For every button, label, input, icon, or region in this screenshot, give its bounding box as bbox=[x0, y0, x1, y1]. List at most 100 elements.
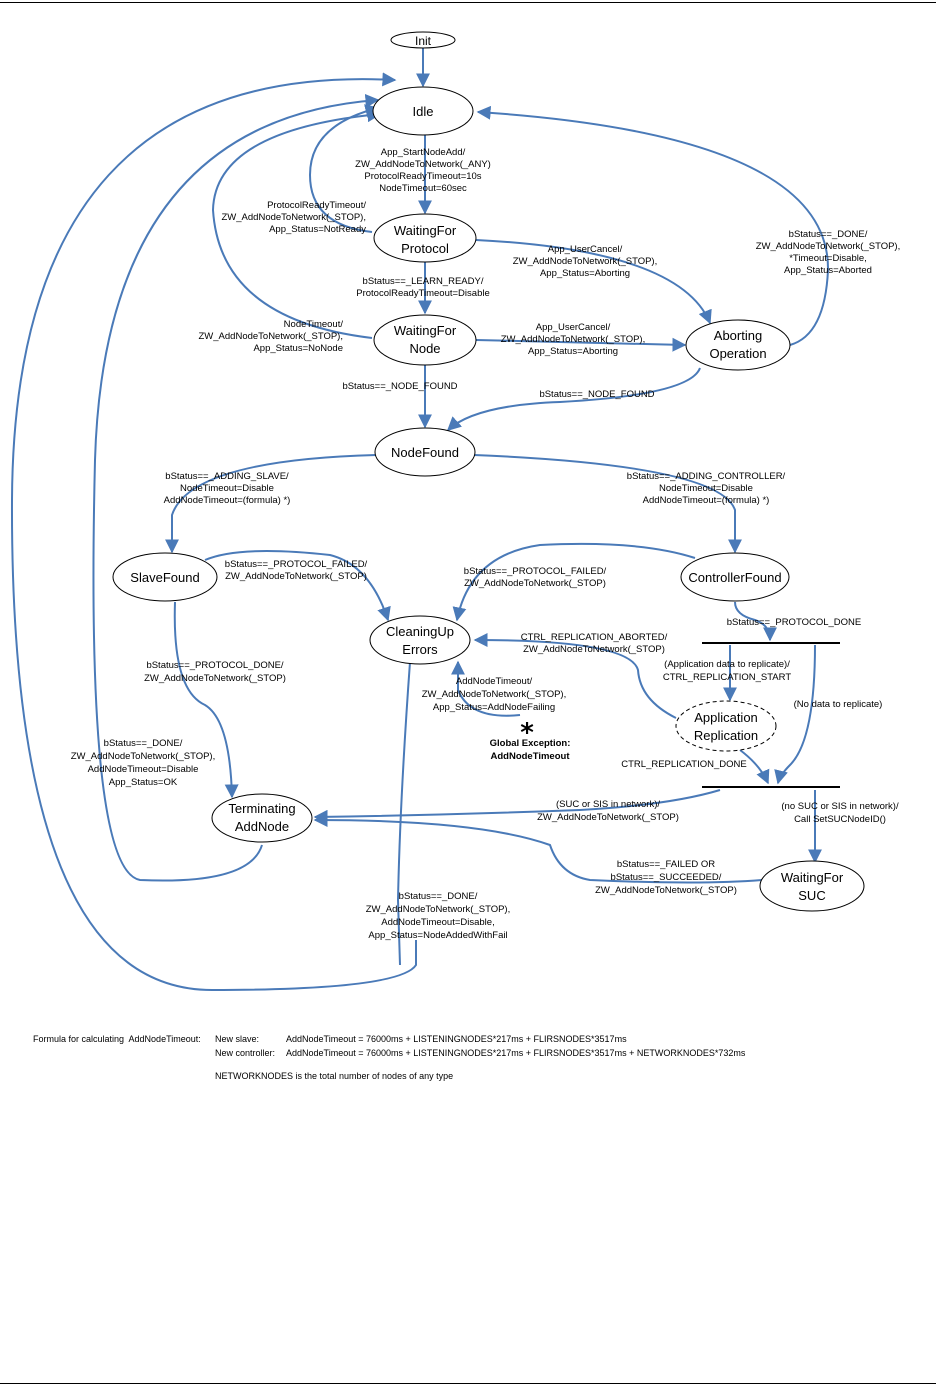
edge-controller-bar1 bbox=[734, 601, 777, 642]
svg-text:AddNodeTimeout/: AddNodeTimeout/ bbox=[456, 676, 533, 687]
state-slave-found-label: SlaveFound bbox=[130, 570, 199, 585]
label-suc-failed: bStatus==_FAILED OR bStatus==_SUCCEEDED/… bbox=[595, 859, 737, 896]
svg-text:App_Status=Aborting: App_Status=Aborting bbox=[528, 346, 618, 357]
label-abort-done: bStatus==_DONE/ ZW_AddNodeToNetwork(_STO… bbox=[756, 229, 901, 276]
svg-text:Global Exception:: Global Exception: bbox=[490, 738, 571, 749]
edge-left-loop-2 bbox=[92, 93, 380, 882]
svg-text:NodeTimeout=60sec: NodeTimeout=60sec bbox=[379, 183, 467, 194]
svg-text:bStatus==_DONE/: bStatus==_DONE/ bbox=[789, 229, 868, 240]
svg-text:App_Status=NodeAddedWithFail: App_Status=NodeAddedWithFail bbox=[368, 930, 507, 941]
edge-abort-nodefound bbox=[446, 367, 701, 431]
formula-slave-label: New slave: bbox=[215, 1034, 260, 1044]
label-node-found-1: bStatus==_NODE_FOUND bbox=[342, 381, 457, 392]
state-waiting-for-protocol: WaitingFor Protocol bbox=[373, 213, 477, 263]
svg-text:bStatus==_PROTOCOL_FAILED/: bStatus==_PROTOCOL_FAILED/ bbox=[225, 559, 368, 570]
label-protocol-timeout: ProtocolReadyTimeout/ ZW_AddNodeToNetwor… bbox=[222, 200, 367, 235]
state-waiting-for-suc: WaitingFor SUC bbox=[759, 860, 865, 912]
label-adding-slave: bStatus==_ADDING_SLAVE/ NodeTimeout=Disa… bbox=[164, 471, 291, 506]
state-node-found: NodeFound bbox=[374, 427, 476, 477]
label-suc-in-network: (SUC or SIS in network)/ ZW_AddNodeToNet… bbox=[537, 799, 679, 823]
state-waiting-for-protocol-line1: WaitingFor bbox=[394, 223, 457, 238]
svg-text:App_Status=OK: App_Status=OK bbox=[109, 777, 178, 788]
edge-appreplication-bar2 bbox=[739, 749, 770, 785]
edge-outer-loop-to-init bbox=[10, 72, 417, 992]
svg-text:ZW_AddNodeToNetwork(_STOP): ZW_AddNodeToNetwork(_STOP) bbox=[523, 644, 665, 655]
label-repl-done: CTRL_REPLICATION_DONE bbox=[621, 759, 746, 770]
state-node-found-label: NodeFound bbox=[391, 445, 459, 460]
svg-text:App_Status=AddNodeFailing: App_Status=AddNodeFailing bbox=[433, 702, 555, 713]
label-slave-protocol-done: bStatus==_PROTOCOL_DONE/ ZW_AddNodeToNet… bbox=[144, 660, 286, 684]
state-aborting-operation-line1: Aborting bbox=[714, 328, 762, 343]
edge-cleanup-idle-done bbox=[396, 661, 411, 966]
svg-text:App_Status=Aborted: App_Status=Aborted bbox=[784, 265, 872, 276]
svg-text:CTRL_REPLICATION_ABORTED/: CTRL_REPLICATION_ABORTED/ bbox=[521, 632, 668, 643]
svg-text:bStatus==_PROTOCOL_DONE/: bStatus==_PROTOCOL_DONE/ bbox=[146, 660, 283, 671]
edge-controller-cleanup bbox=[452, 542, 696, 622]
state-waiting-for-protocol-line2: Protocol bbox=[401, 241, 449, 256]
state-controller-found-label: ControllerFound bbox=[688, 570, 781, 585]
svg-text:AddNodeTimeout=(formula) *): AddNodeTimeout=(formula) *) bbox=[164, 495, 291, 506]
svg-text:bStatus==_PROTOCOL_FAILED/: bStatus==_PROTOCOL_FAILED/ bbox=[464, 566, 607, 577]
label-no-data: (No data to replicate) bbox=[794, 699, 883, 710]
label-node-found-2: bStatus==_NODE_FOUND bbox=[539, 389, 654, 400]
svg-text:AddNodeTimeout: AddNodeTimeout bbox=[491, 751, 571, 762]
edge-waitprotocol-abort bbox=[475, 239, 712, 325]
state-aborting-operation-line2: Operation bbox=[709, 346, 766, 361]
edge-waitsuc-terminating bbox=[313, 813, 763, 884]
svg-text:ZW_AddNodeToNetwork(_STOP): ZW_AddNodeToNetwork(_STOP) bbox=[144, 673, 286, 684]
state-waiting-for-suc-line1: WaitingFor bbox=[781, 870, 844, 885]
svg-text:*Timeout=Disable,: *Timeout=Disable, bbox=[789, 253, 867, 264]
svg-text:bStatus==_ADDING_SLAVE/: bStatus==_ADDING_SLAVE/ bbox=[165, 471, 289, 482]
svg-text:NodeTimeout/: NodeTimeout/ bbox=[284, 319, 344, 330]
edge-slave-terminating bbox=[173, 601, 239, 799]
formula-heading: Formula for calculating AddNodeTimeout: bbox=[33, 1034, 201, 1044]
edge-node-timeout bbox=[211, 108, 382, 339]
svg-text:bStatus==_DONE/: bStatus==_DONE/ bbox=[104, 738, 183, 749]
svg-text:Call SetSUCNodeID(): Call SetSUCNodeID() bbox=[794, 814, 886, 825]
state-application-replication-line1: Application bbox=[694, 710, 758, 725]
svg-text:CTRL_REPLICATION_START: CTRL_REPLICATION_START bbox=[663, 672, 791, 683]
svg-text:ProtocolReadyTimeout=Disable: ProtocolReadyTimeout=Disable bbox=[356, 288, 490, 299]
edge-waitnode-abort bbox=[475, 337, 687, 352]
edge-slave-cleanup bbox=[204, 550, 391, 622]
label-term-done: bStatus==_DONE/ ZW_AddNodeToNetwork(_STO… bbox=[71, 738, 216, 788]
edge-abort-idle bbox=[476, 105, 830, 346]
label-no-suc: (no SUC or SIS in network)/ Call SetSUCN… bbox=[781, 801, 899, 825]
svg-text:ProtocolReadyTimeout=10s: ProtocolReadyTimeout=10s bbox=[364, 171, 481, 182]
svg-text:ZW_AddNodeToNetwork(_STOP),: ZW_AddNodeToNetwork(_STOP), bbox=[199, 331, 344, 342]
state-idle-label: Idle bbox=[413, 104, 434, 119]
state-diagram: Init Idle WaitingFor Protocol WaitingFor… bbox=[10, 31, 901, 992]
state-application-replication: Application Replication bbox=[675, 700, 777, 752]
state-init-label: Init bbox=[415, 34, 432, 48]
label-slave-failed: bStatus==_PROTOCOL_FAILED/ ZW_AddNodeToN… bbox=[225, 559, 368, 582]
state-waiting-for-node-line2: Node bbox=[409, 341, 440, 356]
label-add-node-timeout: AddNodeTimeout/ ZW_AddNodeToNetwork(_STO… bbox=[422, 676, 567, 713]
svg-text:App_UserCancel/: App_UserCancel/ bbox=[536, 322, 611, 333]
formula-slave: AddNodeTimeout = 76000ms + LISTENINGNODE… bbox=[286, 1034, 627, 1044]
svg-text:bStatus==_ADDING_CONTROLLER/: bStatus==_ADDING_CONTROLLER/ bbox=[627, 471, 786, 482]
state-waiting-for-node-line1: WaitingFor bbox=[394, 323, 457, 338]
edge-bar1-cleanup bbox=[473, 633, 677, 719]
svg-text:App_Status=NotReady: App_Status=NotReady bbox=[269, 224, 366, 235]
svg-text:(no SUC or SIS in network)/: (no SUC or SIS in network)/ bbox=[781, 801, 899, 812]
svg-text:ZW_AddNodeToNetwork(_STOP): ZW_AddNodeToNetwork(_STOP) bbox=[464, 578, 606, 589]
label-global-exception: Global Exception: AddNodeTimeout bbox=[490, 738, 571, 762]
svg-text:ZW_AddNodeToNetwork(_STOP): ZW_AddNodeToNetwork(_STOP) bbox=[595, 885, 737, 896]
edge-addnode-timeout bbox=[451, 660, 521, 717]
svg-text:(Application data to replicate: (Application data to replicate)/ bbox=[664, 659, 790, 670]
svg-text:NodeTimeout=Disable: NodeTimeout=Disable bbox=[659, 483, 753, 494]
svg-text:ZW_AddNodeToNetwork(_STOP): ZW_AddNodeToNetwork(_STOP) bbox=[225, 571, 367, 582]
state-terminating-addnode: Terminating AddNode bbox=[211, 793, 313, 843]
label-cleanup-done: bStatus==_DONE/ ZW_AddNodeToNetwork(_STO… bbox=[366, 891, 511, 941]
svg-text:ZW_AddNodeToNetwork(_STOP),: ZW_AddNodeToNetwork(_STOP), bbox=[513, 256, 658, 267]
top-rule bbox=[0, 2, 936, 3]
svg-text:AddNodeTimeout=Disable,: AddNodeTimeout=Disable, bbox=[381, 917, 494, 928]
svg-text:ZW_AddNodeToNetwork(_STOP),: ZW_AddNodeToNetwork(_STOP), bbox=[501, 334, 646, 345]
edge-nodefound-controller bbox=[473, 454, 742, 554]
edge-bar1-bar2-nodata bbox=[774, 644, 816, 785]
label-ctrl-protocol-done: bStatus==_PROTOCOL_DONE bbox=[727, 617, 861, 628]
svg-text:bStatus==_FAILED OR: bStatus==_FAILED OR bbox=[617, 859, 715, 870]
state-cleaning-up-errors: CleaningUp Errors bbox=[369, 615, 471, 665]
svg-text:ZW_AddNodeToNetwork(_STOP),: ZW_AddNodeToNetwork(_STOP), bbox=[756, 241, 901, 252]
state-terminating-addnode-line1: Terminating bbox=[228, 801, 295, 816]
